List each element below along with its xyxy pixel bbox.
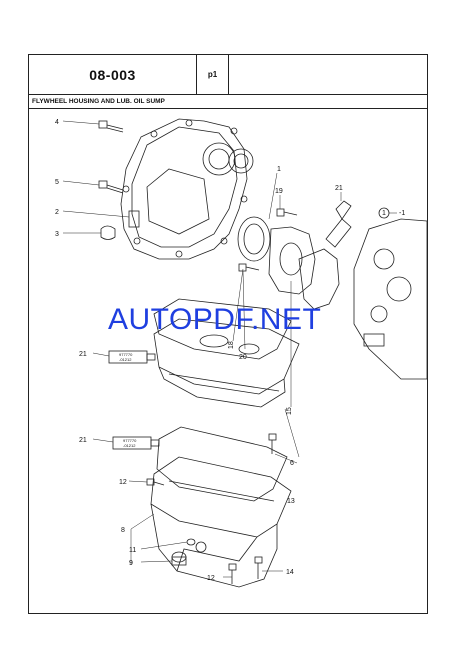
callout-13: 13 (287, 498, 295, 505)
engine-block-illustration (353, 218, 427, 380)
bolt-13-illustration (268, 433, 277, 454)
callout-19: 19 (275, 188, 283, 195)
flywheel-housing-illustration (120, 118, 254, 260)
callout-8: 8 (121, 527, 125, 534)
callout-15: 15 (286, 407, 293, 415)
callout-3: 3 (55, 231, 59, 238)
callout-18: 18 (228, 341, 235, 349)
plug-3-illustration (100, 225, 116, 240)
callout-1-circled: 1 (382, 210, 386, 217)
bolt-12-upper-illustration (146, 478, 165, 486)
bolt-14-illustration (254, 556, 263, 579)
section-code: 08-003 (89, 66, 136, 83)
header-blank-cell (229, 55, 427, 95)
callout-14: 14 (286, 569, 294, 576)
callout-21-middle: 21 (79, 351, 87, 358)
bolt-20-illustration (238, 263, 260, 272)
oil-pan-lower-illustration (150, 456, 292, 588)
header-code-cell: 08-003 (29, 55, 197, 95)
bolt-4-illustration (98, 120, 124, 133)
drawing-frame: 08-003 p1 FLYWHEEL HOUSING AND LUB. OIL … (28, 54, 428, 614)
lower-pan-gasket-illustration (156, 426, 288, 502)
bolt-12-lower-illustration (228, 563, 237, 584)
upper-pan-gasket-illustration (153, 298, 292, 360)
oil-seal-illustration (237, 216, 271, 262)
callout-1: 1 (277, 166, 281, 173)
sealant-tube-lower-illustration (112, 436, 160, 450)
callout-1-dash: -1 (399, 210, 405, 217)
callout-4: 4 (55, 119, 59, 126)
oil-pan-upper-illustration (153, 318, 300, 408)
callout-9: 9 (129, 560, 133, 567)
callout-6: 6 (290, 460, 294, 467)
tube-label-lower-1: 977770 (123, 438, 137, 443)
tube-label-lower-2: -01212 (123, 443, 136, 448)
callout-12-upper: 12 (119, 479, 127, 486)
callout-2: 2 (55, 209, 59, 216)
seal-housing-illustration (268, 226, 316, 295)
sealant-tube-top-illustration (325, 200, 352, 248)
washer-11-illustration (186, 538, 196, 546)
bolt-19-illustration (276, 208, 298, 217)
header-page-cell: p1 (197, 55, 229, 95)
tube-label-middle-1: 977770 (119, 352, 133, 357)
callout-21-top: 21 (335, 185, 343, 192)
drain-plug-illustration (171, 551, 187, 566)
callout-12-lower: 12 (207, 575, 215, 582)
exploded-parts-diagram: 4 5 2 3 1 19 21 1 -1 18 20 15 6 13 21 21… (55, 118, 427, 588)
drawing-title: FLYWHEEL HOUSING AND LUB. OIL SUMP (29, 95, 427, 109)
callout-20: 20 (239, 354, 247, 361)
bolt-5-illustration (98, 180, 124, 194)
gasket-illustration (298, 248, 340, 310)
tube-label-middle-2: -01212 (119, 357, 132, 362)
sealant-tube-middle-illustration (108, 350, 156, 364)
watermark-text: AUTOPDF.NET (108, 303, 322, 336)
callout-5: 5 (55, 179, 59, 186)
callout-11: 11 (129, 547, 136, 554)
page-number: p1 (207, 70, 218, 79)
callout-21-lower: 21 (79, 437, 87, 444)
